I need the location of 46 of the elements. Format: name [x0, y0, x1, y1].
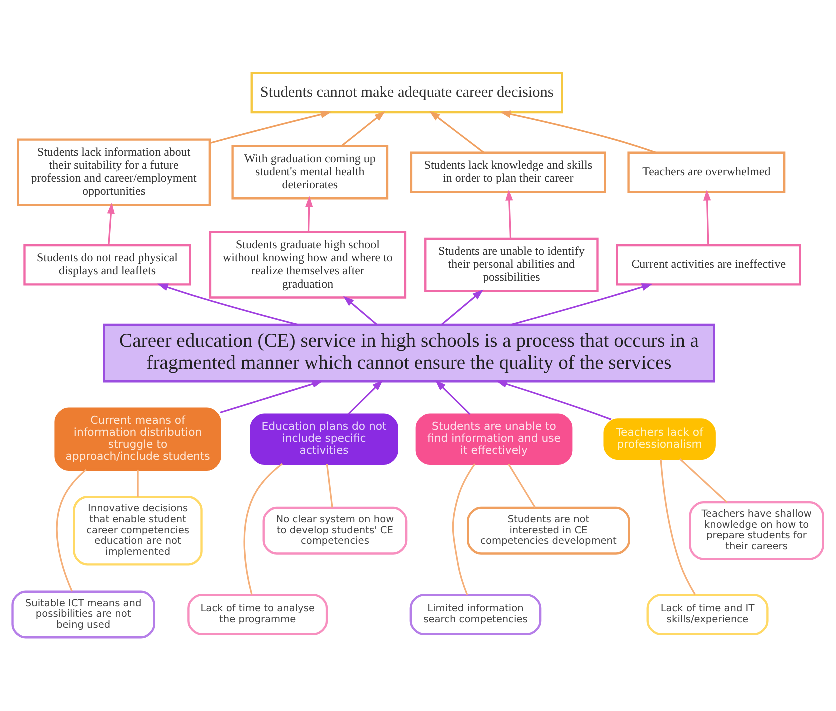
- arrow: [210, 110, 332, 144]
- arrow: [220, 380, 324, 414]
- arrow: [435, 380, 471, 416]
- connector: [660, 458, 696, 596]
- node-box: Education plans do not include specific activities: [250, 414, 398, 465]
- arrow: [441, 290, 484, 326]
- connector: [680, 458, 728, 504]
- node-box: Teachers have shallow knowledge on how to prepare students for their careers: [689, 501, 824, 560]
- node-box: Career education (CE) service in high schools is a process that occurs in a fragmented manner which cannot ensure the quality of the services: [103, 324, 716, 383]
- connector: [244, 463, 283, 596]
- node-box: Innovative decisions that enable student career competencies education are not implemented: [73, 496, 203, 566]
- connector: [56, 469, 87, 592]
- arrow: [306, 196, 314, 232]
- node-box: Current means of information distribution struggle to approach/include students: [54, 408, 222, 471]
- connector: [326, 464, 334, 508]
- node-box: Students are not interested in CE competencies development: [467, 506, 630, 555]
- arrow: [107, 203, 115, 246]
- arrow: [343, 296, 378, 326]
- arrow: [704, 190, 712, 246]
- connector: [508, 464, 536, 508]
- node-box: Students graduate high school without knowing how and where to realize themselves after graduation: [209, 231, 407, 299]
- node-box: No clear system on how to develop students' CE competencies: [262, 506, 408, 555]
- arrow: [500, 110, 656, 154]
- connector: [452, 464, 476, 596]
- node-box: With graduation coming up student's mental health deteriorates: [232, 145, 389, 200]
- arrow: [496, 380, 612, 420]
- connector: [137, 470, 139, 498]
- node-box: Current activities are ineffective: [616, 244, 802, 286]
- node-box: Students are unable to find information and use it effectively: [416, 414, 573, 465]
- node-box: Students lack knowledge and skills in order to plan their career: [410, 152, 606, 194]
- node-box: Suitable ICT means and possibilities are not being used: [12, 590, 156, 639]
- node-box: Lack of time and IT skills/experience: [646, 594, 769, 636]
- arrow: [429, 111, 484, 154]
- arrow: [341, 111, 386, 147]
- node-box: Students lack information about their suitability for a future profession and career/employment opportunities: [17, 138, 212, 206]
- arrow: [348, 380, 384, 416]
- arrow: [511, 284, 653, 326]
- node-box: Teachers are overwhelmed: [628, 152, 786, 194]
- node-box: Lack of time to analyse the programme: [188, 594, 328, 636]
- node-box: Students are unable to identify their personal abilities and possibilities: [424, 238, 599, 292]
- node-box: Limited information search competencies: [410, 594, 542, 636]
- node-box: Teachers lack of professionalism: [604, 418, 716, 460]
- arrow: [157, 284, 298, 326]
- arrow: [506, 190, 514, 239]
- node-box: Students cannot make adequate career decisions: [250, 72, 564, 114]
- node-box: Students do not read physical displays and leaflets: [24, 244, 192, 286]
